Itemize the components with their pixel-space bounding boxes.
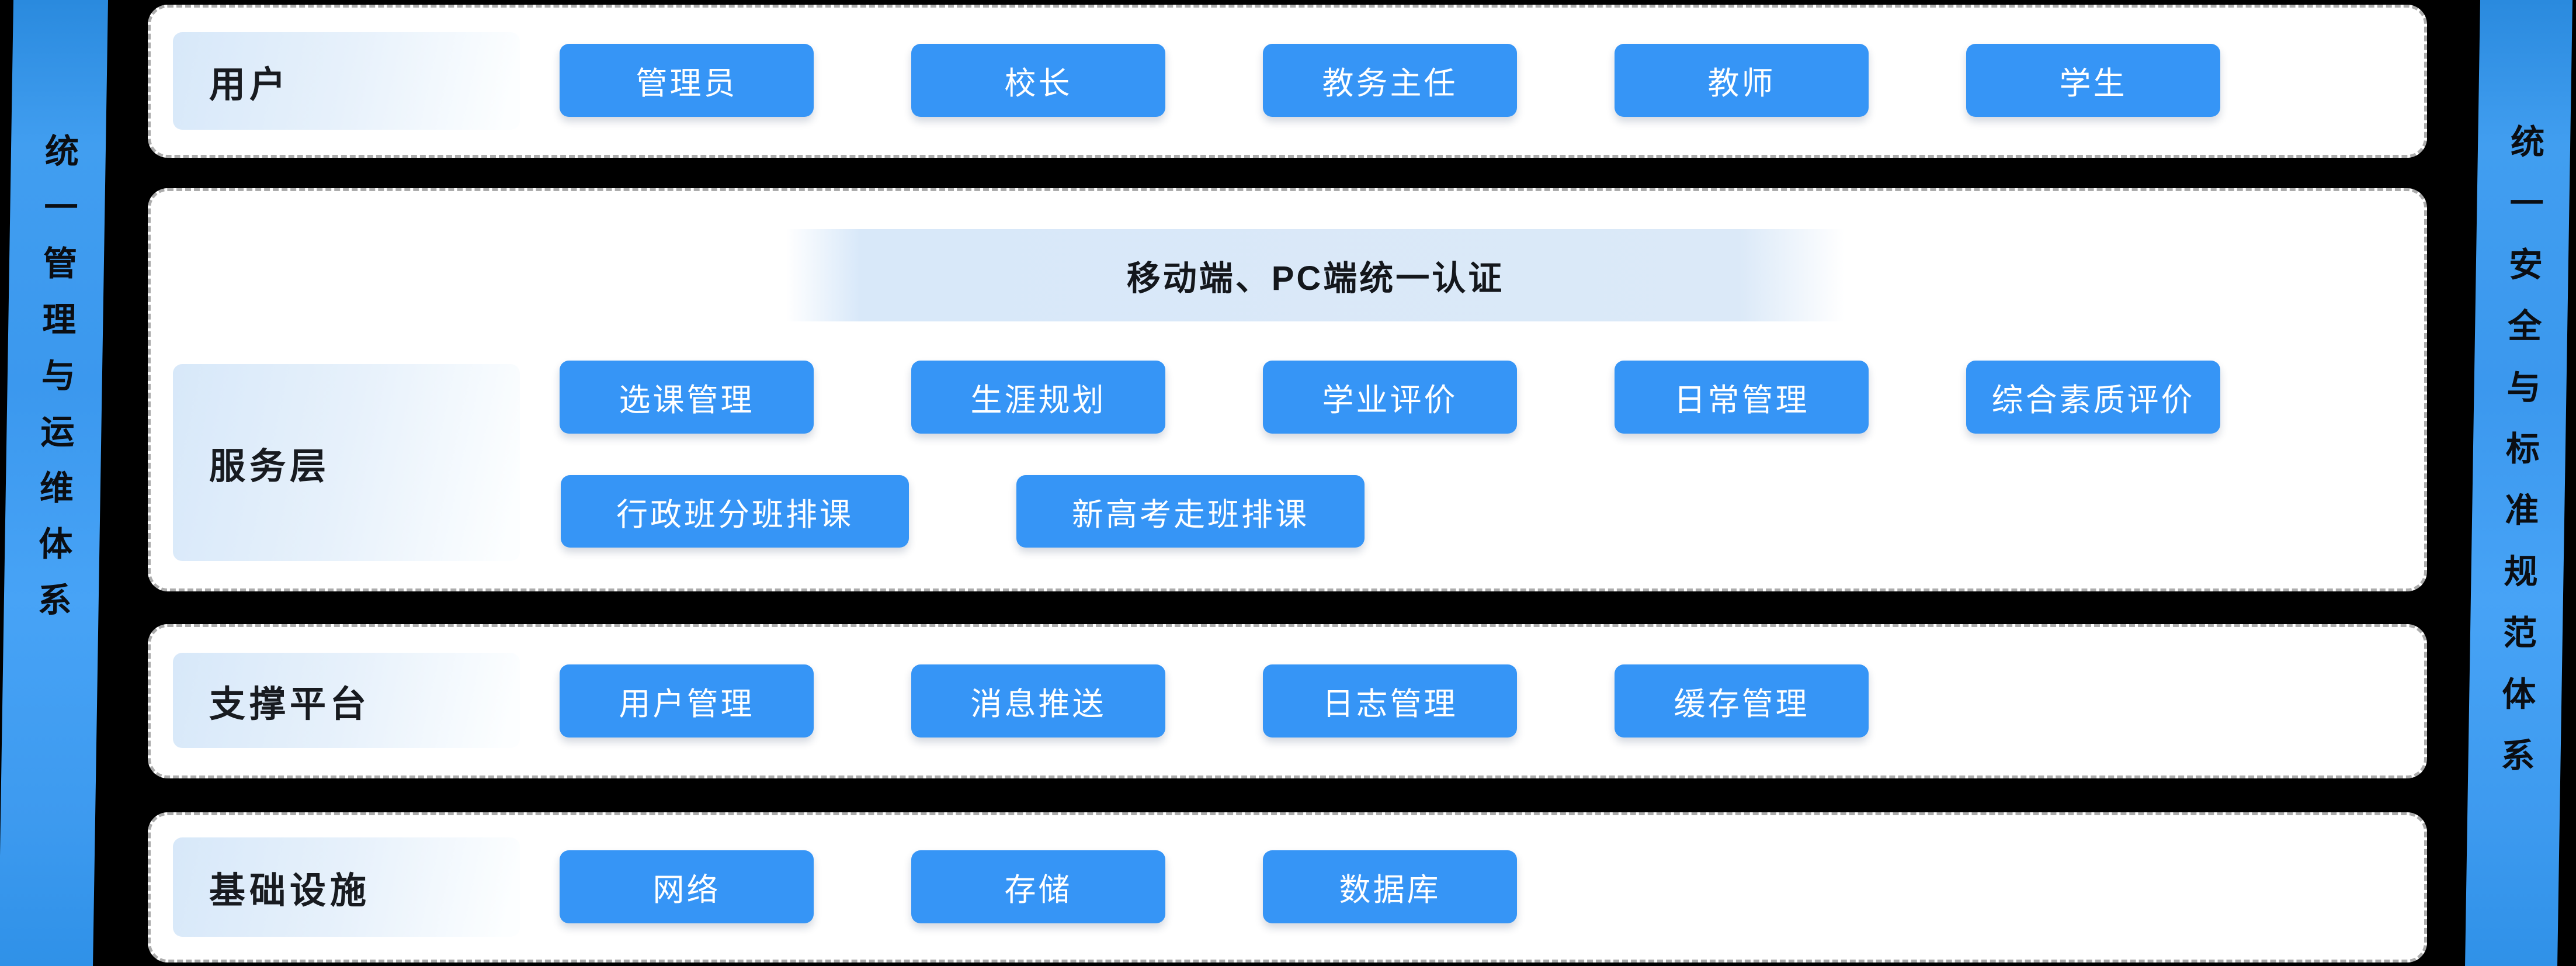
- right-ribbon-unified-security: 统一安全与标准规范体系: [2465, 0, 2572, 966]
- node-storage: 存储: [911, 850, 1165, 923]
- support-chip-row: 用户管理 消息推送 日志管理 缓存管理: [560, 664, 1869, 738]
- node-teacher: 教师: [1615, 44, 1869, 117]
- node-message-push: 消息推送: [911, 664, 1165, 738]
- node-daily-management: 日常管理: [1615, 361, 1869, 434]
- node-academic-evaluation: 学业评价: [1263, 361, 1517, 434]
- node-user-management: 用户管理: [560, 664, 814, 738]
- node-database: 数据库: [1263, 850, 1517, 923]
- panel-users: 用户 管理员 校长 教务主任 教师 学生: [148, 5, 2427, 158]
- panel-infrastructure: 基础设施 网络 存储 数据库: [148, 812, 2427, 962]
- node-network: 网络: [560, 850, 814, 923]
- row-label-users: 用户: [173, 32, 520, 130]
- users-chip-row: 管理员 校长 教务主任 教师 学生: [560, 44, 2220, 117]
- right-ribbon-label: 统一安全与标准规范体系: [2495, 124, 2544, 799]
- left-ribbon-label: 统一管理与运维体系: [32, 133, 78, 638]
- services-chip-row-1: 选课管理 生涯规划 学业评价 日常管理 综合素质评价: [560, 361, 2220, 434]
- node-cache-management: 缓存管理: [1615, 664, 1869, 738]
- node-new-gaokao-class-scheduling: 新高考走班排课: [1016, 475, 1365, 548]
- node-log-management: 日志管理: [1263, 664, 1517, 738]
- node-admin-class-scheduling: 行政班分班排课: [561, 475, 909, 548]
- row-label-support-platform: 支撑平台: [173, 653, 520, 748]
- banner-unified-auth: 移动端、PC端统一认证: [786, 229, 1845, 321]
- node-career-planning: 生涯规划: [911, 361, 1165, 434]
- row-label-infrastructure: 基础设施: [173, 837, 520, 937]
- services-chip-row-2: 行政班分班排课 新高考走班排课: [561, 475, 1365, 548]
- node-student: 学生: [1966, 44, 2220, 117]
- node-academic-director: 教务主任: [1263, 44, 1517, 117]
- node-principal: 校长: [911, 44, 1165, 117]
- panel-support-platform: 支撑平台 用户管理 消息推送 日志管理 缓存管理: [148, 624, 2427, 778]
- infra-chip-row: 网络 存储 数据库: [560, 850, 1517, 923]
- node-course-selection-management: 选课管理: [560, 361, 814, 434]
- left-ribbon-unified-management: 统一管理与运维体系: [0, 0, 108, 966]
- panel-service-layer: 移动端、PC端统一认证 服务层 选课管理 生涯规划 学业评价 日常管理 综合素质…: [148, 188, 2427, 591]
- node-administrator: 管理员: [560, 44, 814, 117]
- row-label-service-layer: 服务层: [173, 364, 520, 561]
- node-comprehensive-quality-evaluation: 综合素质评价: [1966, 361, 2220, 434]
